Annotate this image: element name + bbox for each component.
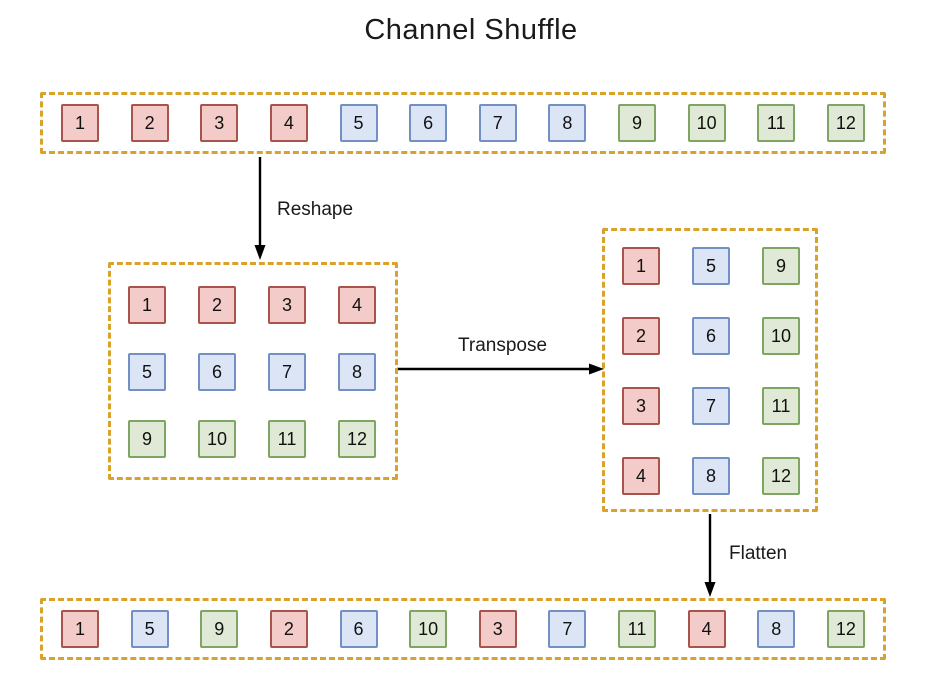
- channel-box: 1: [61, 610, 99, 648]
- channel-box: 2: [130, 104, 169, 142]
- channel-box: 8: [692, 457, 730, 495]
- channel-box: 6: [198, 353, 236, 391]
- channel-box: 1: [61, 104, 99, 142]
- channel-box: 10: [198, 420, 236, 458]
- channel-box: 2: [622, 317, 660, 355]
- channel-box: 5: [128, 353, 166, 391]
- channel-box: 10: [762, 317, 800, 355]
- transpose-arrow: [397, 363, 604, 375]
- channel-box: 2: [198, 286, 236, 324]
- reshape-arrow: [254, 157, 266, 260]
- channel-box: 12: [826, 610, 865, 648]
- channel-box: 3: [200, 104, 239, 142]
- channel-box: 8: [757, 610, 796, 648]
- channel-box: 7: [548, 610, 587, 648]
- channel-box: 12: [762, 457, 800, 495]
- channel-box: 3: [268, 286, 306, 324]
- channel-box: 9: [128, 420, 166, 458]
- channel-box: 8: [338, 353, 376, 391]
- channel-box: 10: [409, 610, 448, 648]
- channel-box: 11: [762, 387, 800, 425]
- flatten-label: Flatten: [729, 543, 788, 564]
- channel-box: 12: [338, 420, 376, 458]
- channel-box: 4: [687, 610, 726, 648]
- channel-box: 6: [339, 610, 378, 648]
- channel-box: 4: [338, 286, 376, 324]
- channel-box: 8: [548, 104, 587, 142]
- channel-box: 3: [622, 387, 660, 425]
- channel-box: 2: [269, 610, 308, 648]
- flatten-arrow: [704, 514, 716, 597]
- channel-box: 7: [478, 104, 517, 142]
- channel-box: 9: [762, 247, 800, 285]
- channel-box: 4: [269, 104, 308, 142]
- channel-box: 5: [339, 104, 378, 142]
- channel-box: 11: [268, 420, 306, 458]
- channel-box: 1: [128, 286, 166, 324]
- channel-box: 10: [687, 104, 726, 142]
- channel-box: 3: [478, 610, 517, 648]
- diagram-title: Channel Shuffle: [364, 14, 578, 46]
- channel-box: 6: [692, 317, 730, 355]
- channel-box: 4: [622, 457, 660, 495]
- channel-box: 9: [200, 610, 239, 648]
- channel-box: 11: [757, 104, 796, 142]
- channel-box: 7: [692, 387, 730, 425]
- channel-box: 9: [618, 104, 656, 142]
- channel-box: 5: [692, 247, 730, 285]
- channel-box: 5: [130, 610, 169, 648]
- transpose-label: Transpose: [458, 335, 548, 356]
- channel-box: 12: [826, 104, 865, 142]
- channel-box: 7: [268, 353, 306, 391]
- channel-box: 1: [622, 247, 660, 285]
- reshape-label: Reshape: [277, 199, 354, 220]
- channel-box: 11: [618, 610, 656, 648]
- channel-box: 6: [409, 104, 448, 142]
